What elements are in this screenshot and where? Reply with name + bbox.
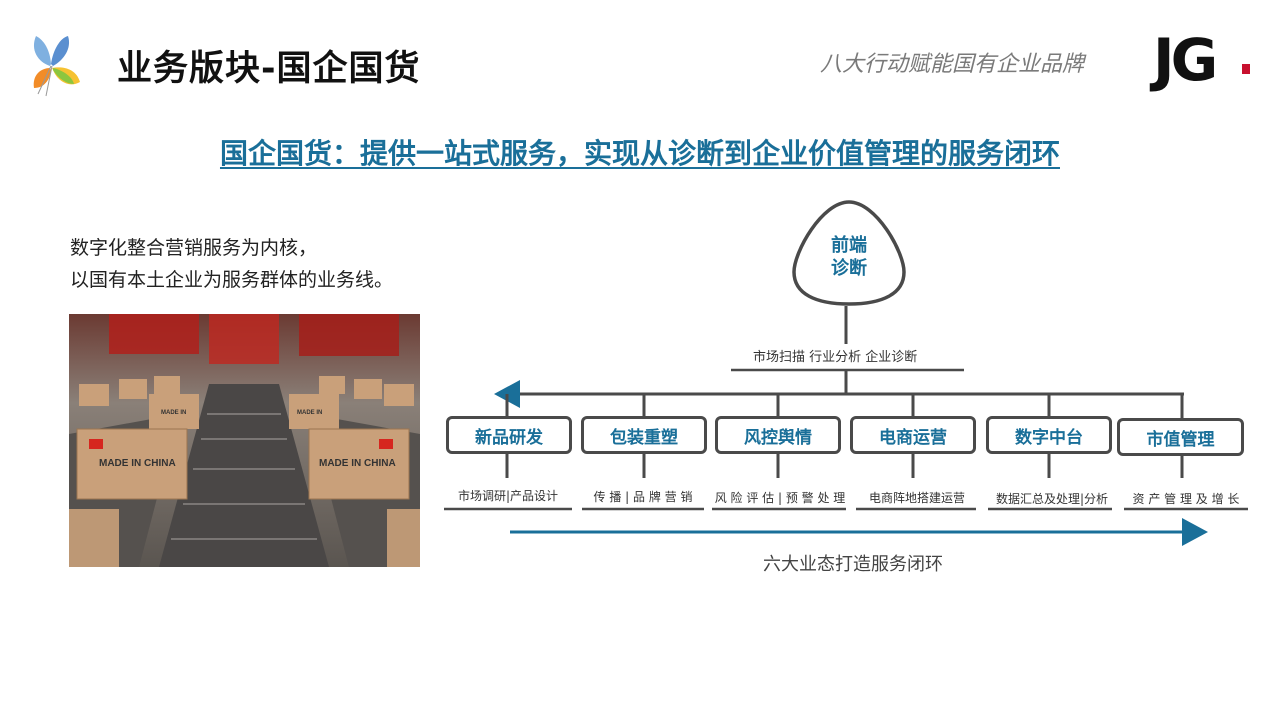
top-node-shape [792, 200, 906, 306]
top-node-label: 前端 诊断 [820, 234, 878, 280]
page-title: 业务版块-国企国货 [117, 49, 421, 89]
caption-ecommerce: 电商阵地搭建运营 [868, 491, 965, 505]
intro-line-1: 数字化整合营销服务为内核， [70, 237, 318, 259]
intro-text: 数字化整合营销服务为内核， 以国有本土企业为服务群体的业务线。 [70, 232, 393, 296]
caption-data-platform: 数据汇总及处理|分析 [995, 492, 1109, 506]
butterfly-logo-icon [33, 36, 80, 97]
node-risk-control: 风控舆情 [715, 416, 841, 454]
box-label-1: MADE IN CHINA [99, 458, 176, 469]
node-data-platform: 数字中台 [986, 416, 1112, 454]
caption-new-product: 市场调研|产品设计 [457, 489, 559, 503]
brand-logo: JG [1153, 26, 1218, 94]
made-in-china-conveyor-photo: MADE IN CHINA MADE IN CHINA MADE IN MADE… [69, 314, 420, 567]
node-ecommerce: 电商运营 [850, 416, 976, 454]
caption-packaging: 传 播 | 品 牌 营 销 [593, 490, 693, 504]
top-node-line-2: 诊断 [831, 258, 867, 279]
top-caption: 市场扫描 行业分析 企业诊断 [753, 350, 918, 365]
box-label-3: MADE IN [161, 410, 186, 416]
header-slogan: 八大行动赋能国有企业品牌 [820, 52, 1085, 77]
top-node-line-1: 前端 [831, 235, 867, 256]
intro-line-2: 以国有本土企业为服务群体的业务线。 [70, 269, 394, 291]
node-packaging: 包装重塑 [581, 416, 707, 454]
bottom-label: 六大业态打造服务闭环 [763, 554, 943, 575]
caption-market-value: 资 产 管 理 及 增 长 [1132, 492, 1240, 506]
caption-risk-control: 风 险 评 估 | 预 警 处 理 [714, 491, 846, 505]
node-market-value: 市值管理 [1117, 418, 1244, 456]
brand-logo-dot [1242, 64, 1250, 74]
right-arrow-icon [1182, 518, 1208, 546]
box-label-2: MADE IN CHINA [319, 458, 396, 469]
box-label-4: MADE IN [297, 410, 322, 416]
headline: 国企国货：提供一站式服务，实现从诊断到企业价值管理的服务闭环 [219, 137, 1060, 170]
node-new-product: 新品研发 [446, 416, 572, 454]
